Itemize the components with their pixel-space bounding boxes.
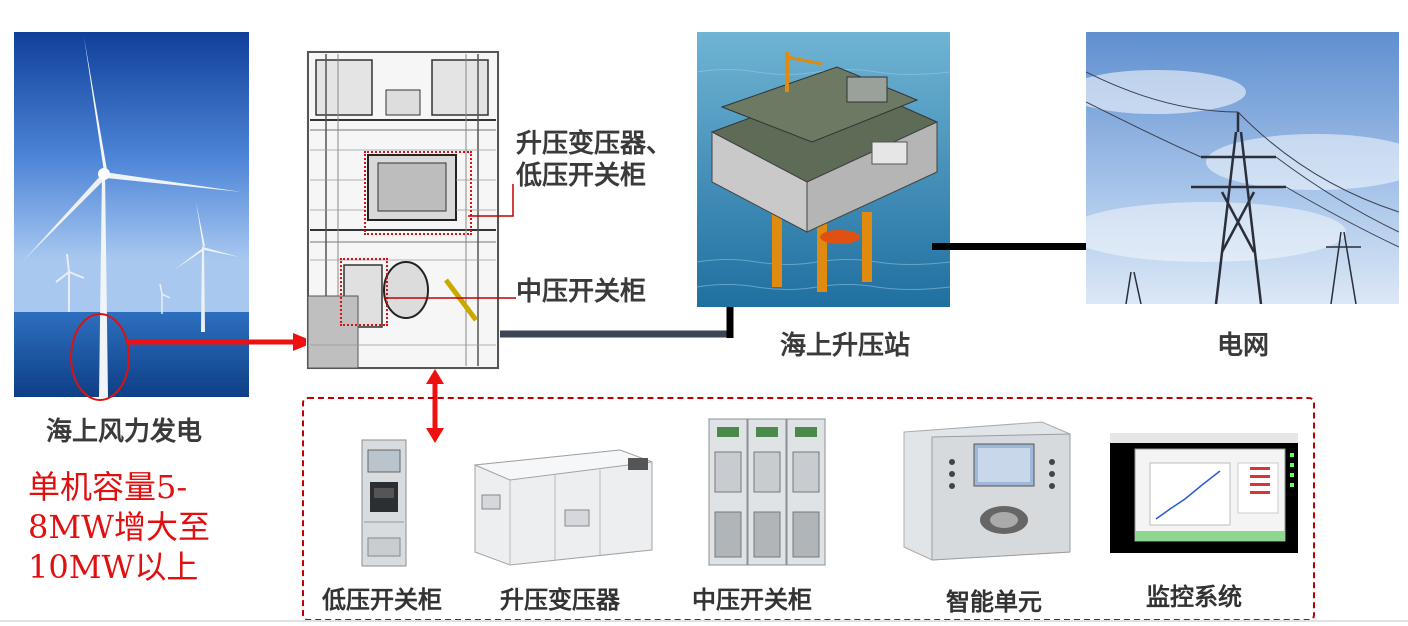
capacity-line-1: 单机容量5- bbox=[28, 468, 188, 506]
double-arrow-nacelle-to-equipment bbox=[426, 369, 444, 443]
nacelle-diagram bbox=[306, 50, 500, 370]
cable-substation-to-grid bbox=[932, 243, 1088, 250]
capacity-line-3: 10MW以上 bbox=[28, 548, 199, 586]
equipment-label-0: 低压开关柜 bbox=[322, 586, 442, 614]
callout-transformer-line-1: 升压变压器、 bbox=[516, 129, 673, 159]
capacity-note: 单机容量5- 8MW增大至 10MW以上 bbox=[28, 467, 210, 587]
callout-transformer-line-2: 低压开关柜 bbox=[516, 161, 647, 191]
mv-switchgear-image bbox=[707, 417, 827, 567]
turbine-base-highlight bbox=[70, 313, 130, 401]
cable-nacelle-to-substation bbox=[500, 306, 734, 338]
substation-label: 海上升压站 bbox=[780, 331, 911, 361]
offshore-substation-image bbox=[697, 32, 950, 307]
power-grid-image bbox=[1086, 32, 1399, 304]
capacity-line-2: 8MW增大至 bbox=[28, 508, 211, 546]
equipment-label-4: 监控系统 bbox=[1146, 583, 1242, 611]
callout-lines bbox=[384, 184, 516, 299]
smart-unit-image bbox=[902, 412, 1072, 562]
monitoring-system-image bbox=[1110, 433, 1298, 553]
equipment-label-1: 升压变压器 bbox=[500, 586, 620, 614]
arrow-wind-to-nacelle bbox=[127, 333, 315, 351]
equipment-label-2: 中压开关柜 bbox=[692, 586, 812, 614]
wind-turbine-image bbox=[14, 32, 249, 397]
wind-power-label: 海上风力发电 bbox=[46, 417, 203, 447]
bottom-divider bbox=[0, 620, 1408, 622]
callout-mv-switchgear: 中压开关柜 bbox=[516, 277, 647, 307]
switchgear-highlight-box bbox=[340, 258, 388, 326]
step-up-transformer-image bbox=[470, 440, 656, 568]
equipment-label-3: 智能单元 bbox=[946, 588, 1042, 616]
lv-switchgear-image bbox=[360, 438, 408, 568]
grid-label: 电网 bbox=[1217, 331, 1270, 361]
callout-transformer: 升压变压器、 低压开关柜 bbox=[516, 128, 672, 192]
transformer-highlight-box bbox=[364, 151, 472, 235]
